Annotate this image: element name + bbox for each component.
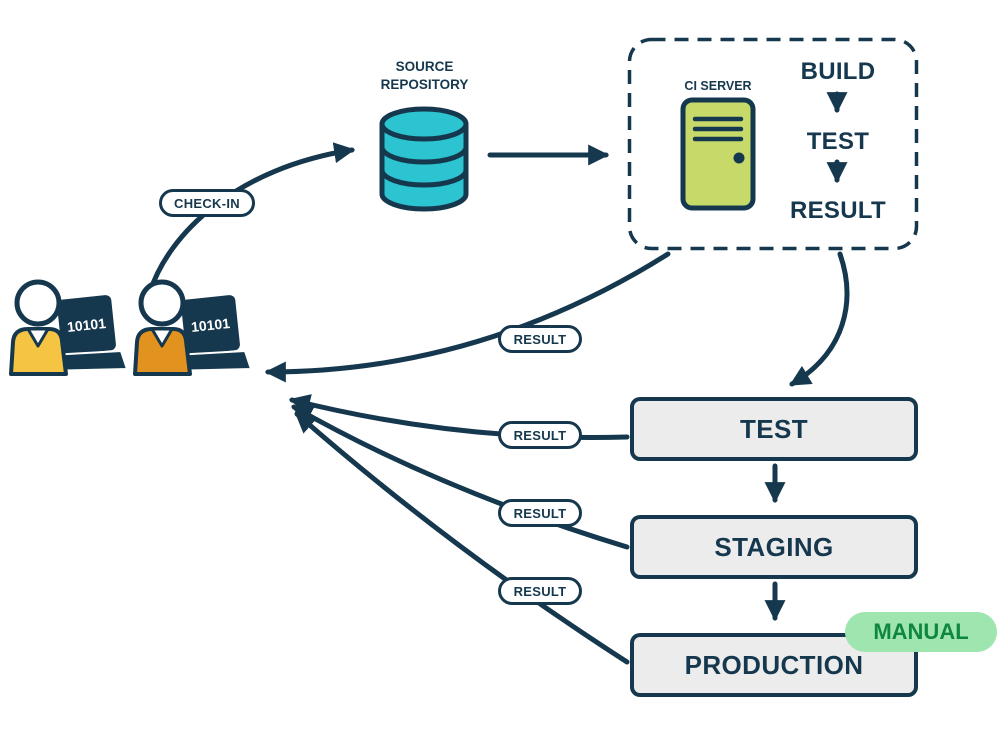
arrow-result-ci-to-devs — [264, 251, 671, 383]
result-pill-2: RESULT — [498, 421, 582, 449]
result-pill-3: RESULT — [498, 499, 582, 527]
arrow-result-production-to-devs — [294, 411, 630, 665]
developer-collar — [150, 327, 174, 348]
developer-icon-1: 10101 — [9, 279, 129, 376]
stage-production-box: PRODUCTION — [630, 633, 918, 697]
server-icon — [680, 97, 756, 211]
result-pill-1: RESULT — [498, 325, 582, 353]
developer-collar — [26, 327, 50, 348]
developer-head — [138, 279, 186, 327]
laptop-screen-text: 10101 — [190, 315, 231, 335]
developer-head — [14, 279, 62, 327]
ci-step-test: TEST — [806, 128, 870, 155]
check-in-pill: CHECK-IN — [159, 189, 255, 217]
source-repository-label: SOURCE REPOSITORY — [380, 59, 469, 92]
developer-icon-2: 10101 — [133, 279, 253, 376]
laptop-icon: 10101 — [178, 292, 243, 358]
database-icon — [379, 106, 469, 212]
ci-step-result: RESULT — [789, 197, 887, 224]
manual-pill: MANUAL — [845, 612, 997, 652]
laptop-screen-text: 10101 — [66, 315, 107, 335]
arrow-result-test-to-devs — [288, 394, 630, 441]
ci-step-build: BUILD — [800, 58, 876, 85]
result-pill-4: RESULT — [498, 577, 582, 605]
arrow-ci-to-test-stage — [789, 251, 850, 387]
stage-test-box: TEST — [630, 397, 918, 461]
arrow-checkin — [147, 142, 356, 295]
ci-pipeline-dashed-box — [627, 37, 919, 251]
ci-server-label: CI SERVER — [684, 79, 752, 93]
stage-staging-box: STAGING — [630, 515, 918, 579]
arrow-result-staging-to-devs — [291, 404, 630, 550]
